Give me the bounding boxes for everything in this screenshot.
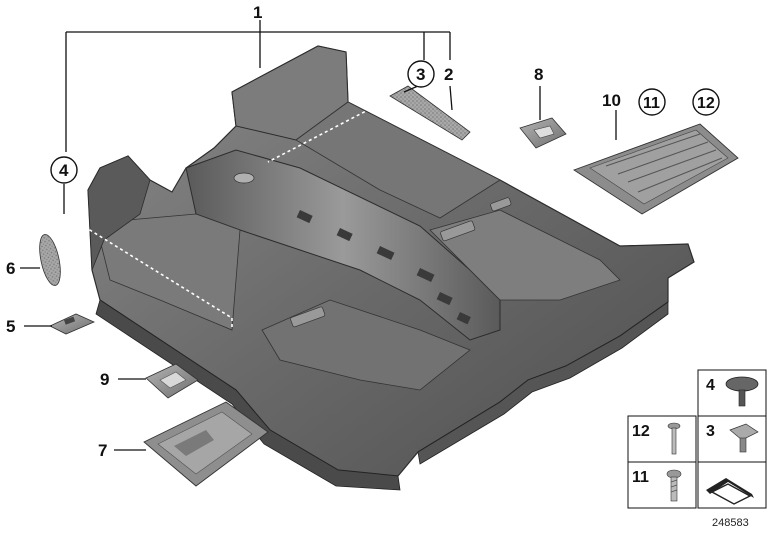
callout-11: 11	[643, 95, 660, 112]
callout-5: 5	[6, 317, 15, 336]
callout-10: 10	[602, 91, 621, 110]
legend-label-12: 12	[632, 423, 650, 440]
document-number: 248583	[712, 517, 749, 529]
push-rivet-icon	[725, 376, 759, 407]
callout-2: 2	[444, 65, 453, 84]
callout-9: 9	[100, 370, 109, 389]
callout-4: 4	[59, 161, 69, 180]
tapping-screw-icon	[666, 469, 682, 502]
fastener-legend: 4 12 3 11	[627, 369, 767, 509]
floor-carpet	[87, 45, 695, 491]
callout-12: 12	[697, 95, 715, 112]
callout-6: 6	[6, 259, 15, 278]
tray-part-10	[572, 123, 739, 215]
callout-3: 3	[416, 65, 425, 84]
callout-4-ring	[50, 156, 78, 184]
screw-icon	[667, 422, 681, 455]
foam-pad-part-6	[39, 234, 61, 286]
callout-7: 7	[98, 441, 107, 460]
callout-12-ring	[692, 88, 720, 116]
mat-part-7	[143, 401, 269, 487]
mount-part-8	[519, 117, 567, 149]
callout-11-ring	[638, 88, 666, 116]
callout-8: 8	[534, 65, 543, 84]
clip-nut-icon	[729, 423, 759, 453]
legend-label-4: 4	[706, 377, 715, 394]
plate-part-5	[49, 313, 95, 335]
legend-label-3: 3	[706, 423, 715, 440]
callout-3-ring	[407, 60, 435, 88]
bracket-part-9	[145, 363, 199, 399]
callout-1: 1	[253, 3, 262, 22]
insulation-strip	[389, 85, 471, 141]
legend-label-11: 11	[632, 469, 649, 486]
bracket-symbol-icon	[706, 478, 754, 505]
